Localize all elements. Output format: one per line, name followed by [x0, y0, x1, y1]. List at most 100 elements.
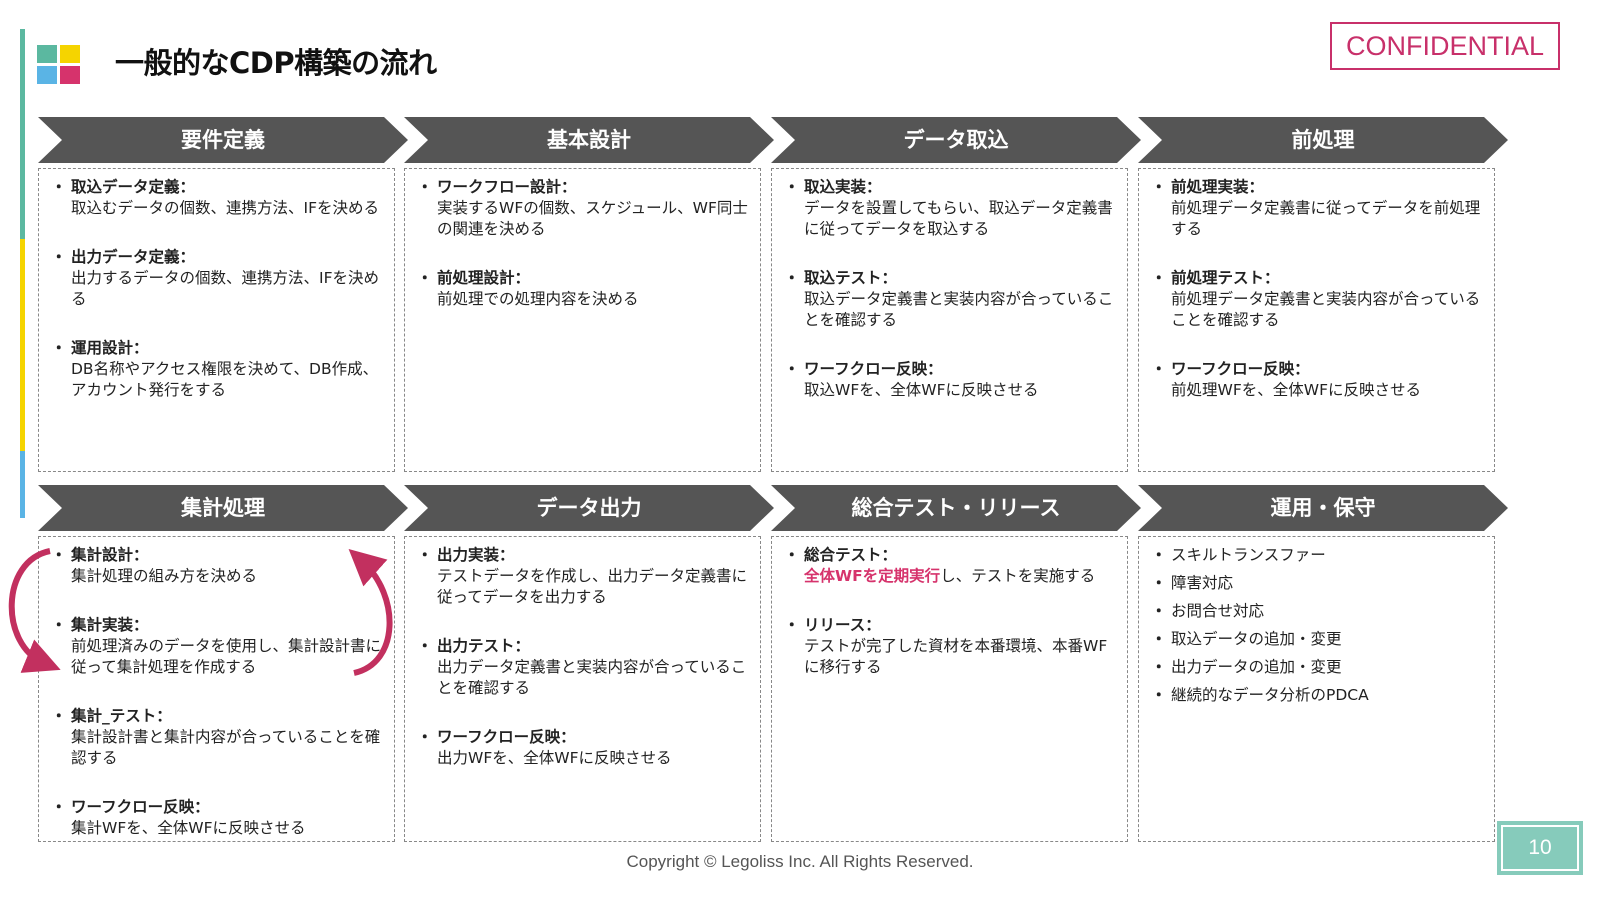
item-body: 前処理データ定義書と実装内容が合っていることを確認する — [1171, 289, 1482, 331]
item-body: データを設置してもらい、取込データ定義書に従ってデータを取込する — [804, 198, 1115, 240]
phase-chevron-label: 要件定義 — [38, 117, 408, 163]
item-body: 取込WFを、全体WFに反映させる — [804, 380, 1115, 401]
body-text: 取込むデータの個数、連携方法、IFを決める — [71, 199, 379, 217]
body-text: 前処理データ定義書と実装内容が合っていることを確認する — [1171, 290, 1481, 329]
phase-detail-box: ワークフロー設計：実装するWFの個数、スケジュール、WF同士の関連を決める前処理… — [404, 168, 761, 472]
body-text: 障害対応 — [1171, 574, 1234, 592]
phase-detail-box: 前処理実装： 前処理データ定義書に従ってデータを前処理する前処理テスト： 前処理デー… — [1138, 168, 1495, 472]
item-body: 全体WFを定期実行し、テストを実施する — [804, 566, 1115, 587]
item-body: 出力データ定義書と実装内容が合っていることを確認する — [437, 657, 748, 699]
accent-bar-teal — [20, 29, 25, 239]
phase-detail-box: 総合テスト：全体WFを定期実行し、テストを実施するリリース：テストが完了した資材… — [771, 536, 1128, 842]
item-title: 出力テスト： — [437, 637, 531, 655]
body-text: 前処理データ定義書に従ってデータを前処理する — [1171, 199, 1481, 238]
phase-chevron-label: 前処理 — [1138, 117, 1508, 163]
item-body: お問合せ対応 — [1171, 601, 1482, 622]
accent-bar-yellow — [20, 239, 25, 451]
item-title: 運用設計： — [71, 339, 149, 357]
list-item: 前処理テスト： 前処理データ定義書と実装内容が合っていることを確認する — [1151, 268, 1482, 331]
list-item: ワーフクロー反映：取込WFを、全体WFに反映させる — [784, 359, 1115, 401]
body-text: 前処理WFを、全体WFに反映させる — [1171, 381, 1421, 399]
list-item: 出力テスト： 出力データ定義書と実装内容が合っていることを確認する — [417, 636, 748, 699]
list-item: 集計_テスト： 集計設計書と集計内容が合っていることを確認する — [51, 706, 382, 769]
item-body: 出力するデータの個数、連携方法、IFを決める — [71, 268, 382, 310]
item-body: 継続的なデータ分析のPDCA — [1171, 685, 1482, 706]
body-text: テストデータを作成し、出力データ定義書に従ってデータを出力する — [437, 567, 748, 606]
list-item: ワーフクロー反映：集計WFを、全体WFに反映させる — [51, 797, 382, 839]
list-item: 集計実装： 前処理済みのデータを使用し、集計設計書に従って集計処理を作成する — [51, 615, 382, 678]
item-body: 取込むデータの個数、連携方法、IFを決める — [71, 198, 382, 219]
body-text: し、テストを実施する — [940, 567, 1096, 585]
body-text: 出力WFを、全体WFに反映させる — [437, 749, 672, 767]
phase-chevron-label: 運用・保守 — [1138, 485, 1508, 531]
item-title: ワーフクロー反映： — [437, 728, 576, 746]
list-item: 障害対応 — [1151, 573, 1482, 594]
phase-chevron-label: データ取込 — [771, 117, 1141, 163]
item-title: 取込データ定義： — [71, 178, 196, 196]
phase-chevron-label: データ出力 — [404, 485, 774, 531]
list-item: 運用設計： DB名称やアクセス権限を決めて、DB作成、アカウント発行をする — [51, 338, 382, 401]
phase-chevron-label: 総合テスト・リリース — [771, 485, 1141, 531]
item-title: 出力データ定義： — [71, 248, 196, 266]
list-item: 出力データ定義： 出力するデータの個数、連携方法、IFを決める — [51, 247, 382, 310]
phase-detail-box: 取込データ定義： 取込むデータの個数、連携方法、IFを決める出力データ定義： 出力す… — [38, 168, 395, 472]
list-item: 継続的なデータ分析のPDCA — [1151, 685, 1482, 706]
logo-squares-icon — [37, 45, 81, 85]
item-title: 前処理テスト： — [1171, 269, 1280, 287]
phase-detail-box: 取込実装： データを設置してもらい、取込データ定義書に従ってデータを取込する取込テ… — [771, 168, 1128, 472]
item-body: 取込データ定義書と実装内容が合っていることを確認する — [804, 289, 1115, 331]
item-title: 取込実装： — [804, 178, 882, 196]
item-body: 前処理済みのデータを使用し、集計設計書に従って集計処理を作成する — [71, 636, 382, 678]
body-text: 実装するWFの個数、スケジュール、WF同士の関連を決める — [437, 199, 748, 238]
body-text: 出力データの追加・変更 — [1171, 658, 1342, 676]
item-body: 取込データの追加・変更 — [1171, 629, 1482, 650]
body-text: 集計処理の組み方を決める — [71, 567, 258, 585]
list-item: 前処理設計： 前処理での処理内容を決める — [417, 268, 748, 310]
list-item: ワークフロー設計：実装するWFの個数、スケジュール、WF同士の関連を決める — [417, 177, 748, 240]
confidential-badge: CONFIDENTIAL — [1330, 22, 1560, 70]
body-text: データを設置してもらい、取込データ定義書に従ってデータを取込する — [804, 199, 1113, 238]
item-body: 前処理データ定義書に従ってデータを前処理する — [1171, 198, 1482, 240]
body-text: 前処理での処理内容を決める — [437, 290, 639, 308]
list-item: 総合テスト： 全体WFを定期実行し、テストを実施する — [784, 545, 1115, 587]
item-title: 前処理設計： — [437, 269, 531, 287]
body-text: 集計WFを、全体WFに反映させる — [71, 819, 306, 837]
item-title: 集計実装： — [71, 616, 149, 634]
item-title: 総合テスト： — [804, 546, 898, 564]
body-text: 集計設計書と集計内容が合っていることを確認する — [71, 728, 381, 767]
item-body: 集計処理の組み方を決める — [71, 566, 382, 587]
phase-chevron-label: 集計処理 — [38, 485, 408, 531]
page-number: 10 — [1501, 825, 1579, 871]
highlight-text: 全体WFを定期実行 — [804, 567, 941, 585]
item-title: 集計_テスト： — [71, 707, 172, 725]
body-text: DB名称やアクセス権限を決めて、DB作成、アカウント発行をする — [71, 360, 379, 399]
phase-2: 基本設計ワークフロー設計：実装するWFの個数、スケジュール、WF同士の関連を決め… — [404, 117, 762, 472]
body-text: 継続的なデータ分析のPDCA — [1171, 686, 1369, 704]
list-item: ワーフクロー反映： 出力WFを、全体WFに反映させる — [417, 727, 748, 769]
list-item: 集計設計： 集計処理の組み方を決める — [51, 545, 382, 587]
phase-chevron-label: 基本設計 — [404, 117, 774, 163]
phase-detail-box: スキルトランスファー障害対応お問合せ対応取込データの追加・変更出力データの追加・… — [1138, 536, 1495, 842]
list-item: スキルトランスファー — [1151, 545, 1482, 566]
item-body: DB名称やアクセス権限を決めて、DB作成、アカウント発行をする — [71, 359, 382, 401]
item-body: スキルトランスファー — [1171, 545, 1482, 566]
item-body: 障害対応 — [1171, 573, 1482, 594]
body-text: 取込データ定義書と実装内容が合っていることを確認する — [804, 290, 1114, 329]
item-body: 集計設計書と集計内容が合っていることを確認する — [71, 727, 382, 769]
list-item: 取込データ定義： 取込むデータの個数、連携方法、IFを決める — [51, 177, 382, 219]
phase-6: データ出力出力実装：テストデータを作成し、出力データ定義書に従ってデータを出力す… — [404, 485, 762, 842]
item-title: 前処理実装： — [1171, 178, 1265, 196]
item-body: テストデータを作成し、出力データ定義書に従ってデータを出力する — [437, 566, 748, 608]
item-title: ワーフクロー反映： — [1171, 360, 1310, 378]
list-item: 出力データの追加・変更 — [1151, 657, 1482, 678]
item-body: 出力WFを、全体WFに反映させる — [437, 748, 748, 769]
phase-3: データ取込取込実装：データを設置してもらい、取込データ定義書に従ってデータを取込… — [771, 117, 1129, 472]
body-text: 出力データ定義書と実装内容が合っていることを確認する — [437, 658, 747, 697]
copyright: Copyright © Legoliss Inc. All Rights Res… — [626, 852, 974, 871]
phase-4: 前処理前処理実装：前処理データ定義書に従ってデータを前処理する前処理テスト：前処… — [1138, 117, 1496, 472]
item-title: 集計設計： — [71, 546, 149, 564]
phase-7: 総合テスト・リリース総合テスト：全体WFを定期実行し、テストを実施するリリース：… — [771, 485, 1129, 842]
item-body: テストが完了した資材を本番環境、本番WFに移行する — [804, 636, 1115, 678]
item-title: 取込テスト： — [804, 269, 898, 287]
body-text: 取込WFを、全体WFに反映させる — [804, 381, 1039, 399]
